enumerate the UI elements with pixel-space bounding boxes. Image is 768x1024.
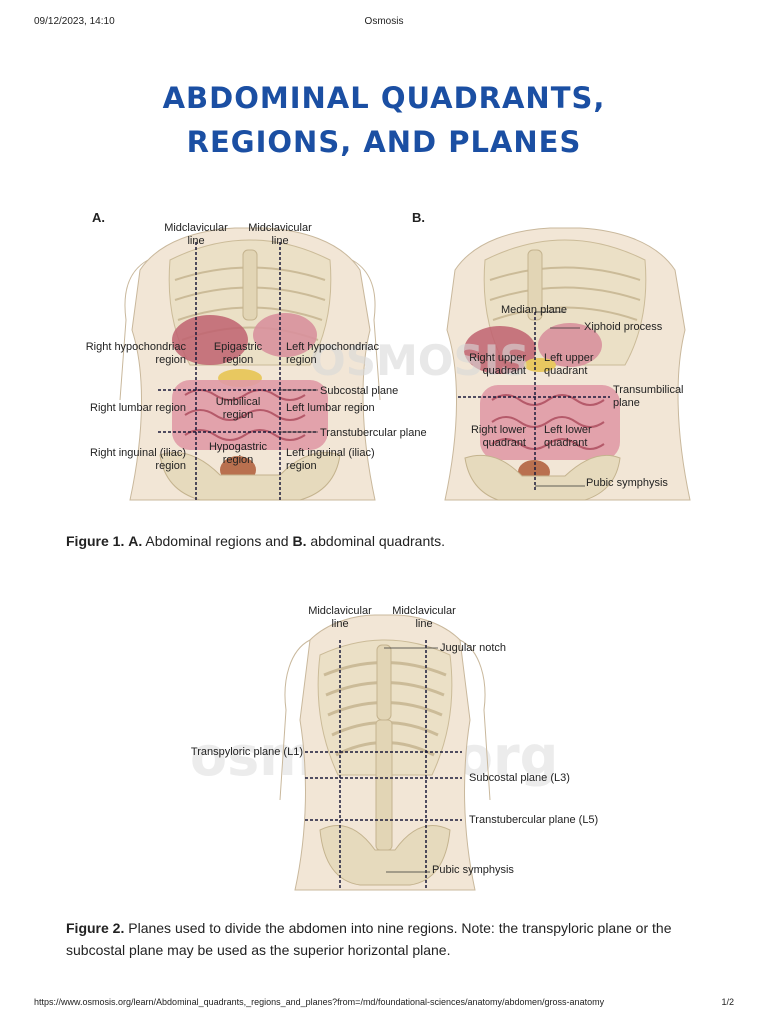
panel-b-dividing-lines: [458, 312, 610, 490]
print-timestamp: 09/12/2023, 14:10: [34, 16, 115, 27]
page-number: 1/2: [721, 997, 734, 1007]
print-site-name: Osmosis: [364, 16, 404, 27]
page-title-line-2: regions, and planes: [186, 125, 582, 159]
right-lower-quadrant-label: Right lower quadrant: [470, 424, 526, 449]
figure-2-transtubercular-plane-label: Transtubercular plane (L5): [469, 814, 599, 826]
page-title: Abdominal quadrants, regions, and planes: [0, 76, 768, 164]
right-inguinal-label: Right inguinal (iliac) region: [90, 447, 186, 472]
figure-2-dividing-lines: [305, 640, 462, 890]
figure-2-caption: Figure 2. Planes used to divide the abdo…: [66, 917, 716, 961]
panel-a-letter: A.: [92, 210, 105, 225]
xiphoid-process-label: Xiphoid process: [584, 321, 663, 333]
left-hypochondriac-label: Left hypochondriac region: [286, 341, 379, 366]
epigastric-label: Epigastric region: [213, 341, 263, 366]
left-inguinal-label: Left inguinal (iliac) region: [286, 447, 375, 472]
figure-1-caption-b: B.: [292, 533, 307, 549]
panel-a-dividing-lines: [158, 242, 318, 500]
page-title-line-1: Abdominal quadrants,: [162, 81, 606, 115]
panel-a-leader-lines: [280, 389, 318, 433]
figure-1: OSMOSIS A. B. Midclavicular line Midclav…: [60, 200, 720, 520]
figure-1-caption-a: A.: [128, 533, 143, 549]
figure-2-subcostal-plane-label: Subcostal plane (L3): [469, 772, 570, 784]
figure-2-pubic-symphysis-label: Pubic symphysis: [432, 864, 514, 876]
transpyloric-plane-label: Transpyloric plane (L1): [190, 746, 303, 758]
panel-b-leader-lines: [535, 311, 585, 487]
median-plane-label: Median plane: [500, 304, 568, 316]
panel-a-subcostal-plane-label: Subcostal plane: [320, 385, 399, 397]
figure-1-watermark: OSMOSIS: [310, 336, 530, 385]
figure-2-midclavicular-left-label: Midclavicular line: [308, 605, 372, 630]
figure-2-caption-label: Figure 2.: [66, 920, 125, 936]
right-lumbar-label: Right lumbar region: [90, 402, 186, 414]
figure-1-caption-label: Figure 1.: [66, 533, 125, 549]
panel-a-midclavicular-right-label: Midclavicular line: [248, 222, 312, 247]
right-upper-quadrant-label: Right upper quadrant: [469, 352, 526, 377]
figure-1-caption-b-text: abdominal quadrants.: [306, 533, 446, 549]
figure-2-leader-lines: [384, 647, 438, 873]
print-url: https://www.osmosis.org/learn/Abdominal_…: [34, 997, 605, 1007]
panel-b-pubic-symphysis-label: Pubic symphysis: [586, 477, 668, 489]
panel-a-transtubercular-plane-label: Transtubercular plane: [320, 427, 427, 439]
panel-a-midclavicular-left-label: Midclavicular line: [164, 222, 228, 247]
figure-2-illustration: osmosis.org: [190, 614, 558, 891]
left-upper-quadrant-label: Left upper quadrant: [544, 352, 594, 377]
figure-1-caption: Figure 1. A. Abdominal regions and B. ab…: [66, 530, 716, 552]
jugular-notch-label: Jugular notch: [440, 642, 507, 654]
figure-2-midclavicular-right-label: Midclavicular line: [392, 605, 456, 630]
figure-1-illustration: OSMOSIS: [119, 227, 691, 501]
figure-1-caption-a-text: Abdominal regions and: [142, 533, 293, 549]
hypogastric-label: Hypogastric region: [208, 441, 268, 466]
left-lower-quadrant-label: Left lower quadrant: [544, 424, 592, 449]
figure-2: osmosis.org Midclavicular line: [170, 600, 630, 896]
right-hypochondriac-label: Right hypochondriac region: [85, 341, 186, 366]
left-lumbar-label: Left lumbar region: [286, 402, 375, 414]
umbilical-label: Umbilical region: [215, 396, 261, 421]
panel-b-torso-illustration: [444, 227, 691, 501]
panel-b-letter: B.: [412, 210, 425, 225]
figure-2-caption-text: Planes used to divide the abdomen into n…: [66, 920, 672, 958]
transumbilical-plane-label: Transumbilical plane: [613, 384, 684, 409]
